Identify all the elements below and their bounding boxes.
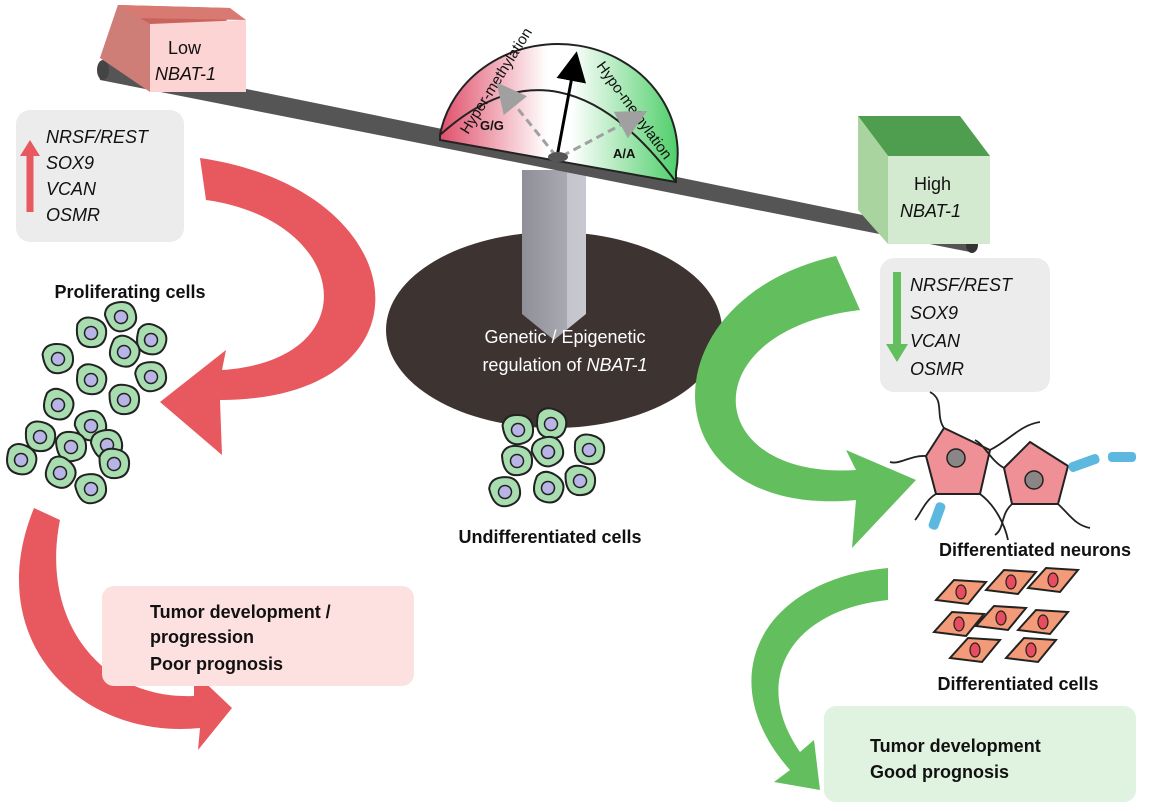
low-nbat1-cube: Low NBAT-1 (100, 5, 246, 92)
low-label: Low (168, 38, 202, 58)
gg-genotype: G/G (480, 118, 504, 133)
high-label: High (914, 174, 951, 194)
high-nbat1-cube: High NBAT-1 (858, 116, 990, 244)
differentiated-cells-label: Differentiated cells (937, 674, 1098, 694)
seesaw-pillar (522, 170, 586, 340)
differentiated-cell (1025, 566, 1081, 594)
differentiated-cell (947, 636, 1003, 664)
gene-label: OSMR (46, 205, 100, 225)
proliferating-cells-cluster (6, 301, 168, 505)
differentiated-cell (1003, 636, 1059, 664)
good-box-line1: Tumor development (870, 736, 1041, 756)
stem-cell (74, 473, 108, 505)
undifferentiated-cells-cluster (488, 407, 606, 508)
stem-cell (530, 435, 565, 468)
black-needle-arrow (555, 51, 586, 158)
green-curved-arrow-upper (695, 256, 916, 548)
stem-cell (535, 407, 568, 440)
stem-cell (136, 323, 168, 356)
red-curved-arrow-lower (18, 508, 233, 750)
gene-label: NRSF/REST (910, 275, 1014, 295)
differentiated-neurons-illustration (889, 391, 1136, 541)
stem-cell (500, 444, 534, 477)
stem-cell (108, 383, 141, 416)
stem-cell (98, 447, 131, 480)
stem-cell (532, 470, 565, 504)
down-arrow-icon (886, 344, 908, 362)
differentiated-cell (933, 578, 989, 606)
gene-label: VCAN (46, 179, 97, 199)
gene-label: SOX9 (46, 153, 94, 173)
stem-cell (42, 387, 75, 421)
stem-cell (134, 361, 168, 393)
differentiated-cell (1015, 608, 1071, 636)
green-curved-arrow-lower (751, 568, 888, 790)
low-gene-label: NBAT-1 (155, 64, 216, 84)
poor-box-line2: progression (150, 627, 254, 647)
differentiated-cell (983, 568, 1039, 596)
differentiated-cells-cluster (931, 566, 1081, 664)
poor-prognosis-box: Tumor development / progression Poor pro… (102, 586, 414, 686)
stem-cell (564, 464, 597, 497)
gray-dashed-arrow-right (561, 110, 648, 158)
gene-label: NRSF/REST (46, 127, 150, 147)
stem-cell (24, 420, 57, 453)
stem-cell (41, 343, 75, 375)
proliferating-cells-label: Proliferating cells (54, 282, 205, 302)
gene-label: VCAN (910, 331, 961, 351)
gray-dashed-arrow-left (496, 82, 558, 157)
regulation-line1: Genetic / Epigenetic (484, 327, 645, 347)
neuron-cell (974, 439, 1136, 536)
stem-cell (44, 455, 77, 489)
stem-cell (75, 363, 108, 396)
differentiated-cell (973, 604, 1029, 632)
stem-cell (573, 433, 606, 466)
aa-genotype: A/A (613, 146, 636, 161)
poor-box-line1: Tumor development / (150, 602, 331, 622)
regulation-line2: regulation of NBAT-1 (482, 355, 647, 375)
gene-label: SOX9 (910, 303, 958, 323)
stem-cell (501, 414, 535, 446)
up-arrow-icon (20, 140, 40, 156)
stem-cell (108, 334, 141, 368)
gene-label: OSMR (910, 359, 964, 379)
neuron-cell (889, 391, 1041, 541)
good-prognosis-box: Tumor development Good prognosis (824, 706, 1136, 802)
stem-cell (75, 316, 108, 349)
high-gene-label: NBAT-1 (900, 201, 961, 221)
red-curved-arrow-upper (160, 158, 376, 455)
undifferentiated-cells-label: Undifferentiated cells (458, 527, 641, 547)
stem-cell (488, 476, 522, 508)
poor-box-line3: Poor prognosis (150, 654, 283, 674)
stem-cell (6, 443, 38, 476)
methylation-gauge: Hyper-methylation Hypo-methylation G/G A… (439, 25, 679, 184)
differentiated-cell (931, 610, 987, 638)
differentiated-neurons-label: Differentiated neurons (939, 540, 1131, 560)
good-box-line2: Good prognosis (870, 762, 1009, 782)
stem-cell (103, 301, 138, 333)
